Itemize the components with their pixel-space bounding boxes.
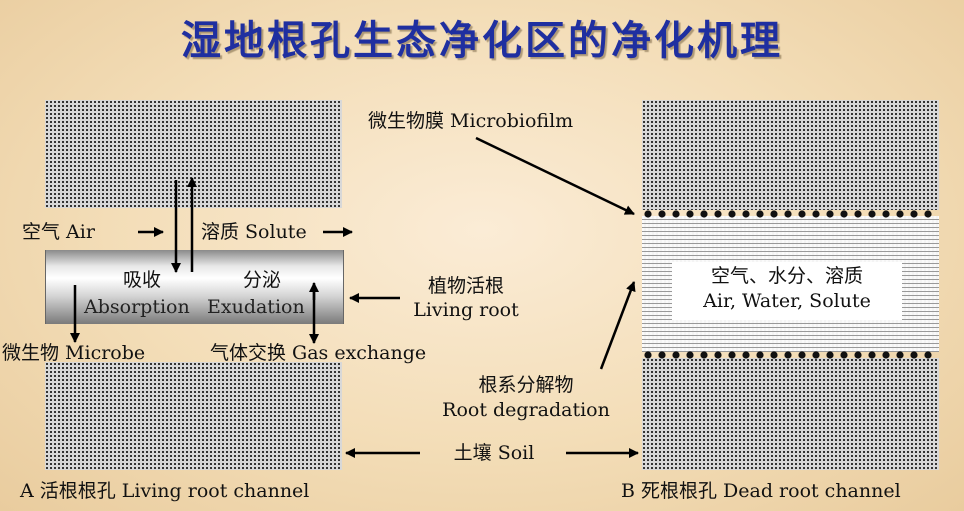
panel-a-soil-top (45, 100, 342, 208)
air-label: 空气 Air (22, 221, 95, 243)
living-root-cn-label: 植物活根 (427, 275, 504, 297)
living-root-cylinder (45, 250, 344, 324)
panel-b-content-box (672, 262, 902, 320)
biofilm-dots-top (644, 210, 932, 218)
microbe-label: 微生物 Microbe (2, 342, 146, 364)
absorption-cn-label: 吸收 (122, 269, 161, 291)
root-degradation-en-label: Root degradation (442, 399, 610, 421)
living-root-en-label: Living root (413, 299, 519, 321)
panel-a-caption: A 活根根孔 Living root channel (20, 480, 310, 502)
panel-b-soil-top (642, 100, 939, 210)
panel-b-content-en: Air, Water, Solute (703, 290, 871, 312)
panel-a-soil-bottom (45, 362, 342, 470)
diagram-title: 湿地根孔生态净化区的净化机理 (181, 18, 783, 64)
panel-b-soil-bottom (642, 358, 939, 470)
absorption-en-label: Absorption (84, 296, 190, 318)
solute-label: 溶质 Solute (201, 221, 307, 243)
microbiofilm-arrow (475, 136, 635, 216)
biofilm-dots-bottom (644, 351, 932, 359)
microbiofilm-label: 微生物膜 Microbiofilm (368, 110, 574, 132)
exudation-en-label: Exudation (207, 296, 305, 318)
exudation-cn-label: 分泌 (242, 269, 281, 291)
panel-b-content-cn: 空气、水分、溶质 (710, 265, 863, 287)
soil-label: 土壤 Soil (453, 442, 535, 464)
panel-b-caption: B 死根根孔 Dead root channel (621, 480, 901, 502)
gas-exchange-label: 气体交换 Gas exchange (210, 342, 427, 364)
root-degradation-cn-label: 根系分解物 (478, 374, 574, 396)
root-degradation-arrow (599, 281, 636, 370)
